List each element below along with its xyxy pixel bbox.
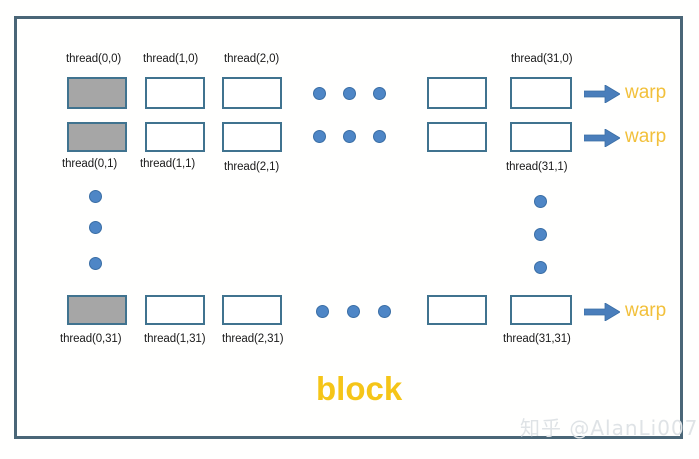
ellipsis-dot-icon — [373, 87, 386, 100]
ellipsis-dot-icon — [313, 130, 326, 143]
ellipsis-dot-icon — [347, 305, 360, 318]
thread-cell[interactable] — [510, 122, 572, 152]
thread-cell[interactable] — [427, 77, 487, 109]
ellipsis-dot-icon — [343, 87, 356, 100]
thread-label: thread(31,31) — [503, 333, 571, 345]
thread-label: thread(1,0) — [143, 53, 199, 65]
thread-label: thread(2,1) — [224, 161, 280, 173]
warp-arrow-icon — [583, 84, 621, 104]
thread-cell[interactable] — [67, 122, 127, 152]
vertical-ellipsis-dot-icon — [89, 190, 102, 203]
vertical-ellipsis-dot-icon — [89, 257, 102, 270]
warp-arrow-icon — [583, 128, 621, 148]
vertical-ellipsis-dot-icon — [89, 221, 102, 234]
thread-label: thread(1,31) — [144, 333, 206, 345]
thread-cell[interactable] — [510, 295, 572, 325]
thread-cell[interactable] — [145, 77, 205, 109]
thread-cell[interactable] — [222, 122, 282, 152]
thread-cell[interactable] — [67, 77, 127, 109]
vertical-ellipsis-dot-icon — [534, 261, 547, 274]
ellipsis-dot-icon — [313, 87, 326, 100]
thread-label: thread(2,31) — [222, 333, 284, 345]
vertical-ellipsis-dot-icon — [534, 195, 547, 208]
vertical-ellipsis-dot-icon — [534, 228, 547, 241]
thread-cell[interactable] — [145, 122, 205, 152]
block-caption: block — [316, 370, 403, 407]
block-frame — [14, 16, 683, 439]
warp-arrow-icon — [583, 302, 621, 322]
thread-cell[interactable] — [145, 295, 205, 325]
watermark: 知乎 @AlanLi007 — [520, 416, 699, 440]
thread-cell[interactable] — [510, 77, 572, 109]
warp-label: warp — [625, 82, 667, 103]
ellipsis-dot-icon — [373, 130, 386, 143]
thread-label: thread(31,1) — [506, 161, 568, 173]
warp-label: warp — [625, 300, 667, 321]
thread-cell[interactable] — [427, 295, 487, 325]
thread-label: thread(1,1) — [140, 158, 196, 170]
ellipsis-dot-icon — [378, 305, 391, 318]
thread-label: thread(0,31) — [60, 333, 122, 345]
thread-label: thread(0,1) — [62, 158, 118, 170]
thread-cell[interactable] — [67, 295, 127, 325]
ellipsis-dot-icon — [316, 305, 329, 318]
thread-cell[interactable] — [222, 77, 282, 109]
thread-label: thread(0,0) — [66, 53, 122, 65]
thread-label: thread(31,0) — [511, 53, 573, 65]
thread-label: thread(2,0) — [224, 53, 280, 65]
thread-cell[interactable] — [427, 122, 487, 152]
ellipsis-dot-icon — [343, 130, 356, 143]
thread-cell[interactable] — [222, 295, 282, 325]
warp-label: warp — [625, 126, 667, 147]
